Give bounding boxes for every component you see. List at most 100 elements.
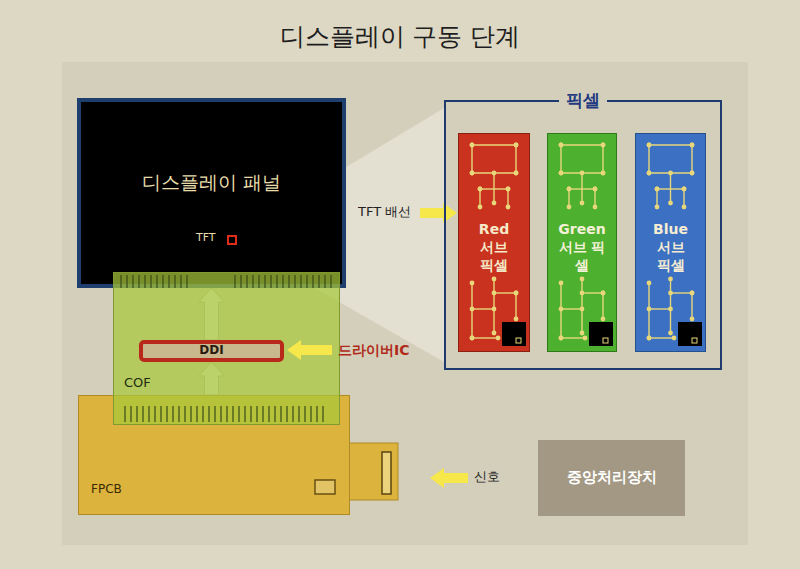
cof-lead: [186, 275, 187, 288]
circuit-dot: [559, 281, 564, 286]
cof-lead: [142, 406, 143, 422]
circuit-wire: [670, 173, 671, 203]
node-text: 디스플레이 패널: [81, 170, 342, 195]
circuit-wire: [648, 145, 649, 173]
cof-lead: [168, 275, 169, 288]
circuit-dot: [470, 143, 475, 148]
cof-lead: [120, 275, 121, 288]
circuit-dot: [580, 201, 585, 206]
pointer-arrow: [420, 203, 457, 223]
pixel-electrode: [589, 322, 613, 346]
display-panel: 디스플레이 패널: [77, 98, 346, 288]
circuit-dot: [690, 171, 695, 176]
cpu-box: 중앙처리장치: [538, 440, 685, 516]
circuit-dot: [601, 317, 606, 322]
cof-lead: [322, 406, 323, 422]
circuit-wire: [594, 189, 595, 207]
circuit-dot: [478, 205, 483, 210]
cof-lead: [126, 275, 127, 288]
circuit-dot: [690, 291, 695, 296]
circuit-dot: [506, 187, 511, 192]
circuit-dot: [655, 187, 660, 192]
cof-lead: [240, 275, 241, 288]
cof-lead: [172, 406, 173, 422]
node-text: 중앙처리장치: [538, 468, 685, 488]
part-label: TFT 배선: [358, 204, 411, 221]
cof-lead: [264, 275, 265, 288]
circuit-dot: [647, 336, 652, 341]
circuit-dot: [514, 317, 519, 322]
cof-lead: [226, 406, 227, 422]
cof-lead: [234, 275, 235, 288]
circuit-dot: [690, 171, 695, 176]
circuit-dot: [506, 187, 511, 192]
cof-lead: [244, 406, 245, 422]
circuit-dot: [470, 336, 475, 341]
circuit-wire: [671, 292, 693, 293]
cof-lead: [132, 275, 133, 288]
cof-lead: [220, 406, 221, 422]
circuit-wire: [561, 144, 603, 145]
circuit-dot: [559, 143, 564, 148]
node-text: DDI: [143, 343, 280, 359]
circuit-dot: [668, 277, 673, 282]
cof-lead: [298, 406, 299, 422]
cof-lead: [238, 406, 239, 422]
cof-lead: [270, 275, 271, 288]
cof-lead: [190, 406, 191, 422]
cof-lead: [202, 406, 203, 422]
node-text: Blue 서브 픽셀: [653, 220, 688, 275]
circuit-dot: [682, 205, 687, 210]
circuit-dot: [601, 143, 606, 148]
part-label: 드라이버IC: [338, 341, 409, 359]
node-text: Green 서브 픽셀: [558, 220, 605, 275]
circuit-dot: [682, 187, 687, 192]
cof-lead: [246, 275, 247, 288]
circuit-dot: [559, 171, 564, 176]
cof-lead: [162, 275, 163, 288]
circuit-dot: [559, 336, 564, 341]
circuit-dot: [682, 187, 687, 192]
pixel-group: 픽셀Red 서브 픽셀Green 서브 픽셀Blue 서브 픽셀: [444, 100, 722, 370]
circuit-wire: [581, 173, 582, 203]
cof-lead: [124, 406, 125, 422]
cof-lead: [138, 275, 139, 288]
subpixel-box: Red 서브 픽셀: [458, 133, 530, 352]
circuit-dot: [690, 291, 695, 296]
circuit-dot: [647, 307, 652, 312]
cof-lead: [324, 275, 325, 288]
cof-lead: [184, 406, 185, 422]
circuit-dot: [496, 336, 501, 341]
circuit-dot: [655, 187, 660, 192]
part-label: 신호: [474, 469, 500, 486]
circuit-dot: [506, 205, 511, 210]
cof-lead: [150, 275, 151, 288]
circuit-dot: [559, 307, 564, 312]
node-text: 픽셀: [559, 89, 607, 111]
circuit-dot: [601, 291, 606, 296]
circuit-dot: [668, 171, 673, 176]
circuit-dot: [470, 281, 475, 286]
cof-lead: [282, 275, 283, 288]
circuit-dot: [470, 143, 475, 148]
circuit-dot: [593, 205, 598, 210]
circuit-dot: [668, 331, 673, 336]
pointer-arrow: [287, 340, 332, 360]
circuit-dot: [690, 143, 695, 148]
circuit-dot: [514, 291, 519, 296]
circuit-wire: [683, 189, 684, 207]
circuit-dot: [647, 171, 652, 176]
diagram-title: 디스플레이 구동 단계: [0, 20, 800, 53]
node-text: Red 서브 픽셀: [479, 220, 509, 275]
circuit-wire: [656, 189, 657, 207]
circuit-wire: [691, 293, 692, 319]
cof-lead: [310, 406, 311, 422]
circuit-dot: [514, 171, 519, 176]
cof-lead: [136, 406, 137, 422]
subpixel-box: Blue 서브 픽셀: [635, 133, 706, 352]
tft-marker: [228, 236, 236, 244]
circuit-wire: [581, 279, 582, 333]
cof-lead: [166, 406, 167, 422]
circuit-dot: [514, 171, 519, 176]
circuit-wire: [602, 145, 603, 173]
